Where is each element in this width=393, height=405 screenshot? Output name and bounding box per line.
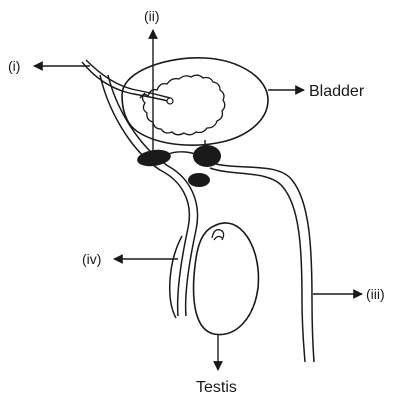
label-ii: (ii) bbox=[144, 8, 160, 24]
label-iii: (iii) bbox=[366, 286, 385, 302]
label-i: (i) bbox=[8, 58, 20, 74]
label-testis: Testis bbox=[196, 379, 237, 396]
label-iv: (iv) bbox=[82, 251, 101, 267]
epididymis bbox=[212, 230, 224, 240]
bulbourethral-gland bbox=[188, 173, 210, 187]
ureter-opening bbox=[167, 98, 173, 104]
testis-outline bbox=[194, 223, 259, 335]
label-bladder: Bladder bbox=[309, 83, 365, 100]
